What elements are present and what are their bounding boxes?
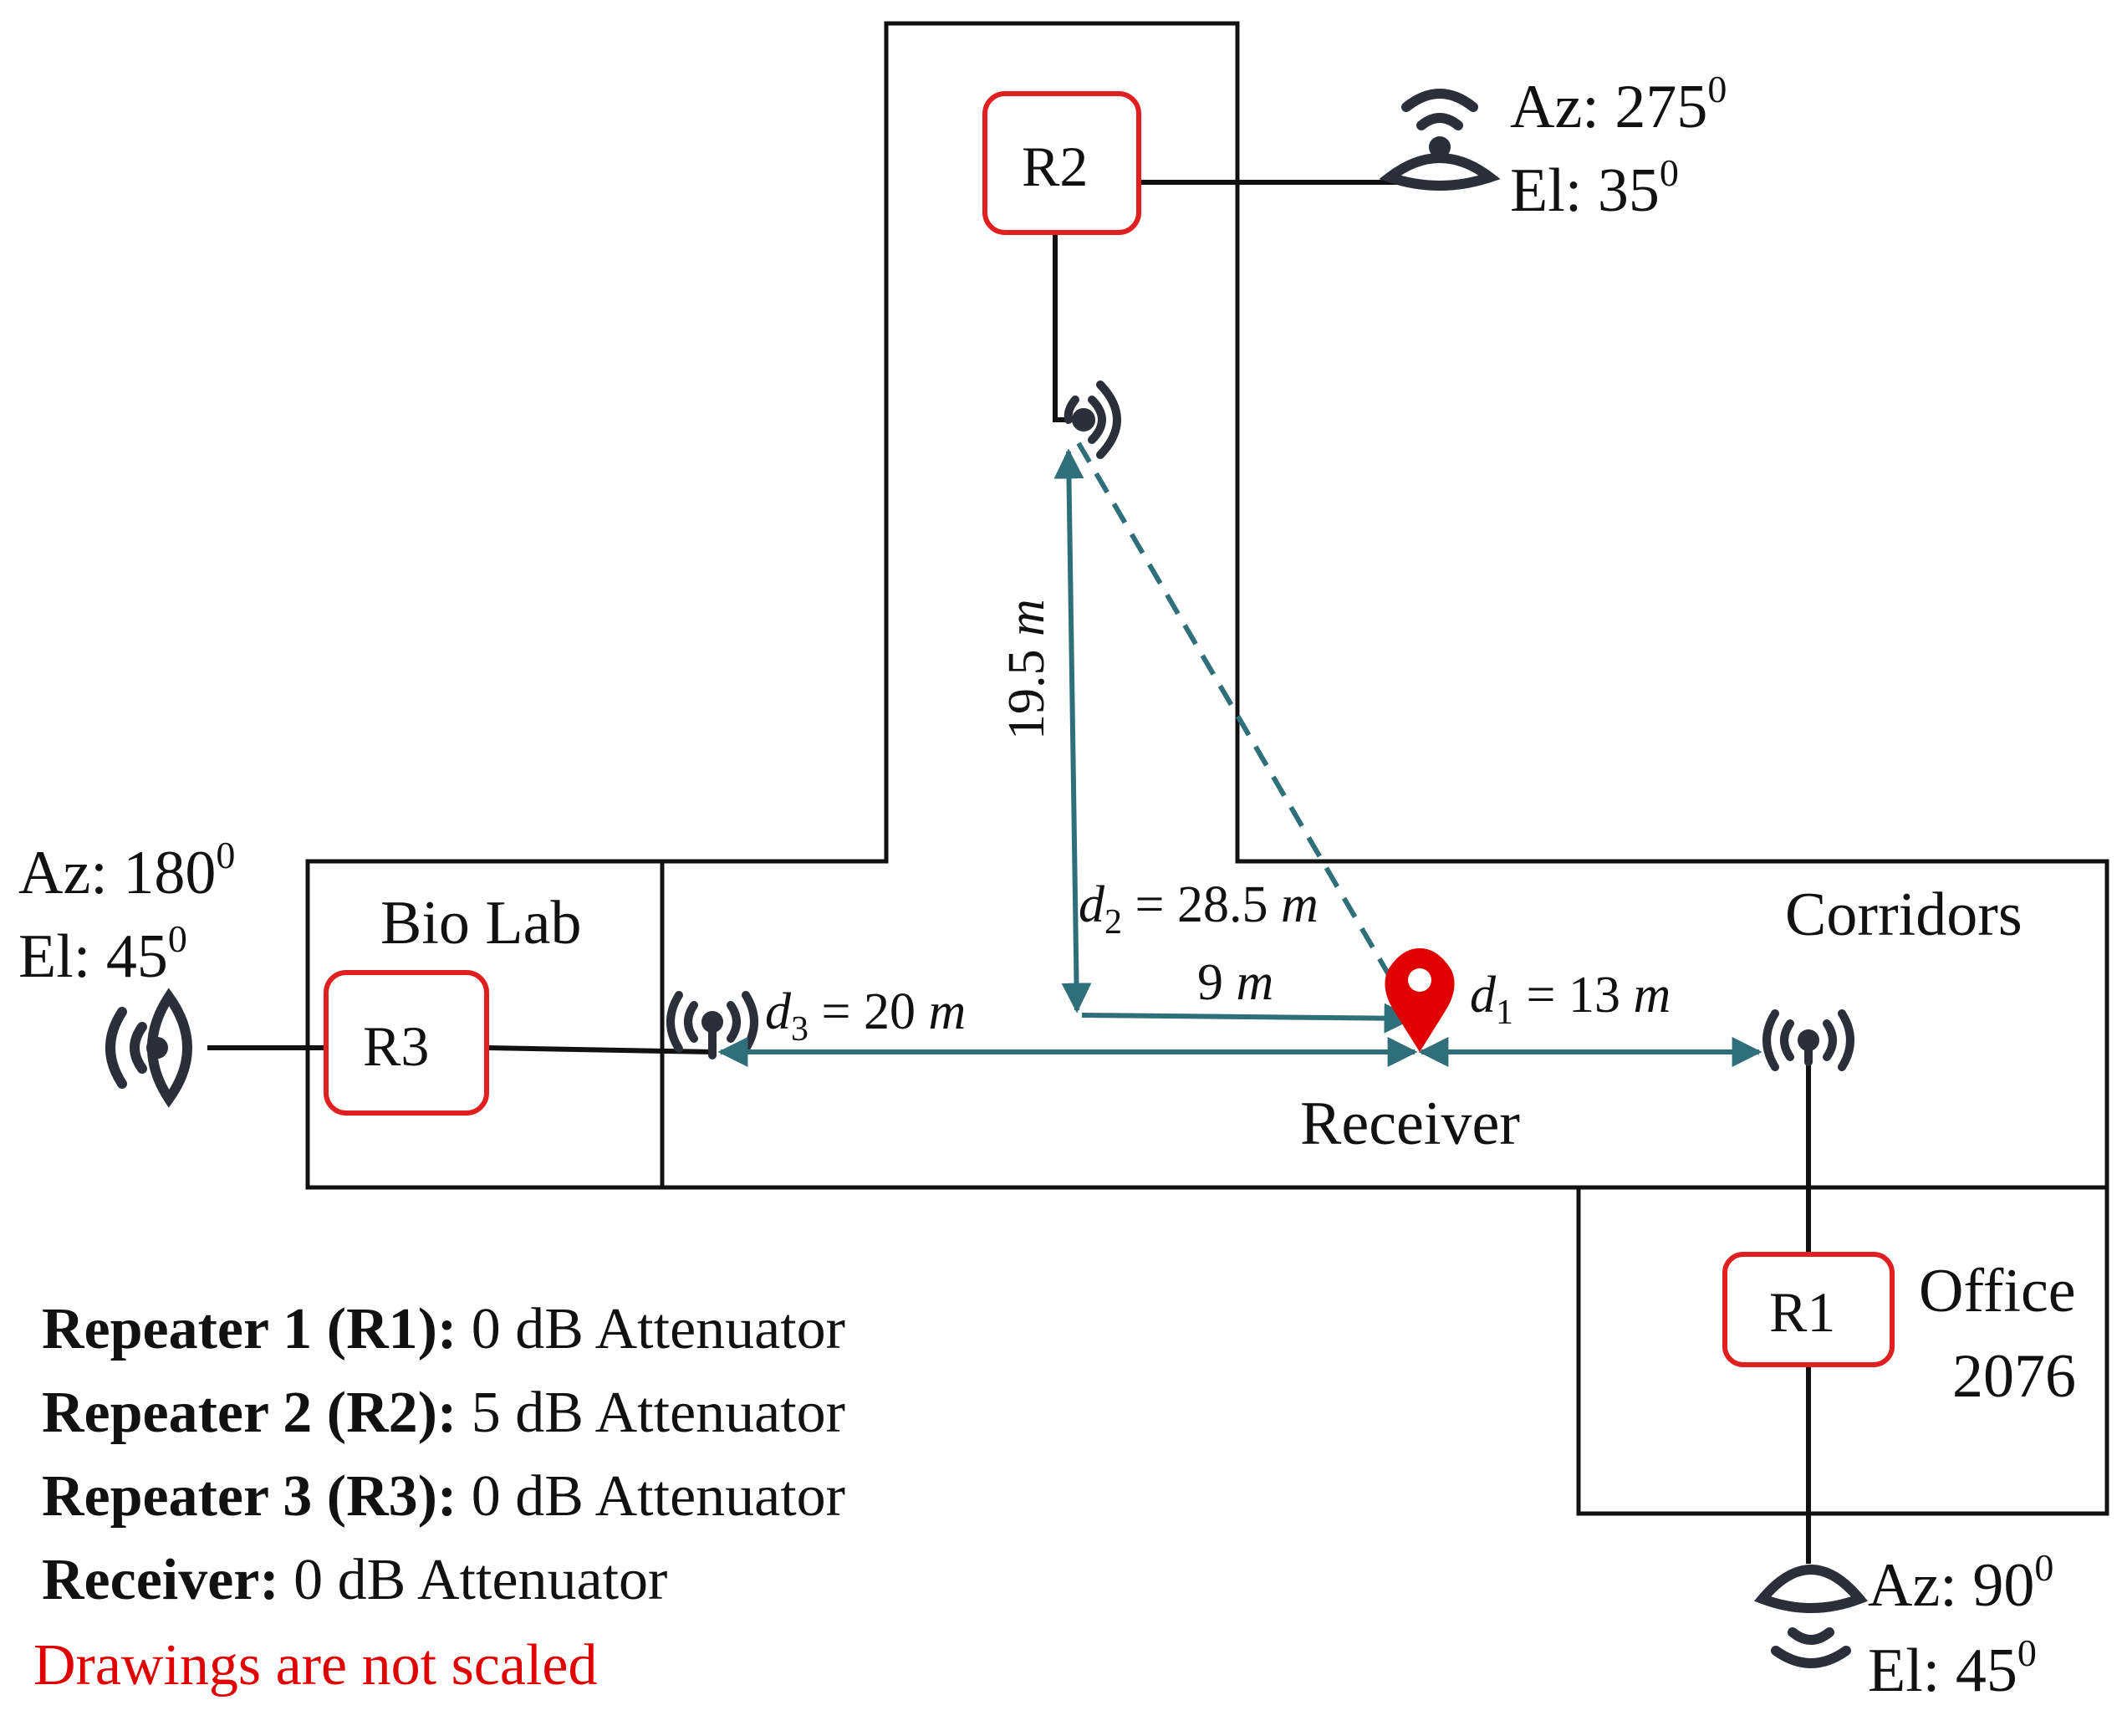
arrow-vertical — [1053, 448, 1092, 1014]
room-label-corridors: Corridors — [1785, 881, 2023, 949]
angles-r3: Az: 1800 El: 450 — [18, 834, 235, 991]
scale-note: Drawings are not scaled — [33, 1633, 597, 1698]
legend-item: Repeater 3 (R3): 0 dB Attenuator — [42, 1464, 845, 1529]
label-vertical: 19.5 m — [998, 599, 1055, 740]
angles-r1: Az: 900 El: 450 — [1868, 1546, 2053, 1705]
svg-text:El: 450: El: 450 — [18, 917, 187, 991]
receiver-marker-icon — [1385, 948, 1455, 1052]
label-d2: d2 = 28.5 m — [1079, 876, 1319, 942]
label-horizontal: 9 m — [1197, 954, 1273, 1011]
svg-text:Az: 1800: Az: 1800 — [18, 834, 235, 907]
arrow-horizontal — [1081, 1003, 1415, 1034]
dish-antenna-left-icon — [105, 988, 192, 1108]
svg-text:El: 450: El: 450 — [1868, 1631, 2037, 1705]
svg-text:El: 350: El: 350 — [1510, 151, 1679, 225]
corridor-antenna-r3-icon — [666, 991, 758, 1059]
dish-antenna-top-icon — [1379, 89, 1501, 191]
repeater-r3-label: R3 — [363, 1014, 429, 1078]
legend-item: Repeater 1 (R1): 0 dB Attenuator — [42, 1297, 845, 1361]
repeater-r1: R1 — [1722, 1252, 1895, 1367]
room-label-office: Office — [1919, 1257, 2076, 1325]
distance-arrows — [717, 442, 1762, 1067]
room-label-bio-lab: Bio Lab — [380, 889, 581, 957]
legend-item: Receiver: 0 dB Attenuator — [42, 1548, 667, 1612]
building-walls — [305, 21, 2109, 1516]
legend-item: Repeater 2 (R2): 5 dB Attenuator — [42, 1381, 845, 1445]
label-d1: d1 = 13 m — [1470, 967, 1671, 1032]
svg-text:Az: 2750: Az: 2750 — [1510, 68, 1727, 141]
dish-antenna-bottom-icon — [1754, 1565, 1868, 1668]
repeater-r1-label: R1 — [1769, 1280, 1835, 1344]
repeater-r2: R2 — [982, 91, 1141, 235]
arrow-d2-dashed — [1076, 442, 1414, 1015]
legend: Repeater 1 (R1): 0 dB Attenuator Repeate… — [33, 1297, 845, 1698]
repeater-r2-label: R2 — [1022, 135, 1088, 198]
corridor-antenna-r1-icon — [1762, 1009, 1854, 1071]
receiver-label: Receiver — [1300, 1090, 1520, 1158]
room-label-office-number: 2076 — [1952, 1342, 2076, 1411]
label-d3: d3 = 20 m — [765, 983, 966, 1049]
ceiling-antenna-r2-icon — [1064, 380, 1121, 459]
angles-r2: Az: 2750 El: 350 — [1510, 68, 1727, 225]
svg-text:Az: 900: Az: 900 — [1868, 1546, 2053, 1620]
repeater-r3: R3 — [324, 970, 489, 1116]
